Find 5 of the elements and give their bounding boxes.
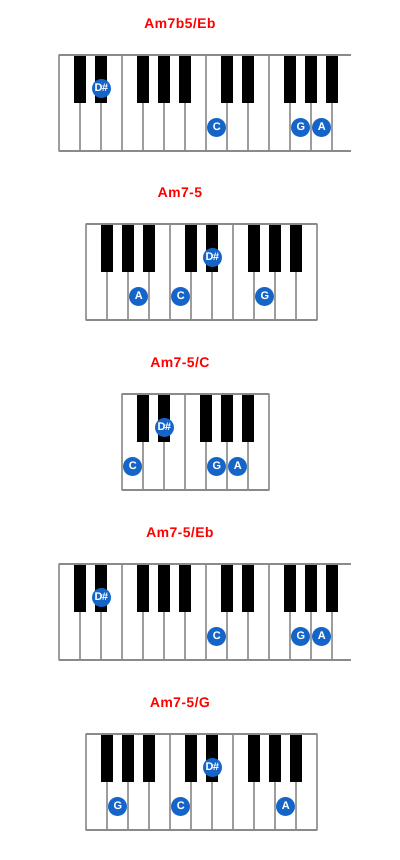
chord-title: Am7-5/C: [150, 354, 210, 370]
chord-title: Am7b5/Eb: [144, 15, 216, 31]
chord-title: Am7-5: [158, 184, 202, 200]
chord-title: Am7-5/G: [150, 694, 210, 710]
chord-title: Am7-5/Eb: [146, 524, 214, 540]
